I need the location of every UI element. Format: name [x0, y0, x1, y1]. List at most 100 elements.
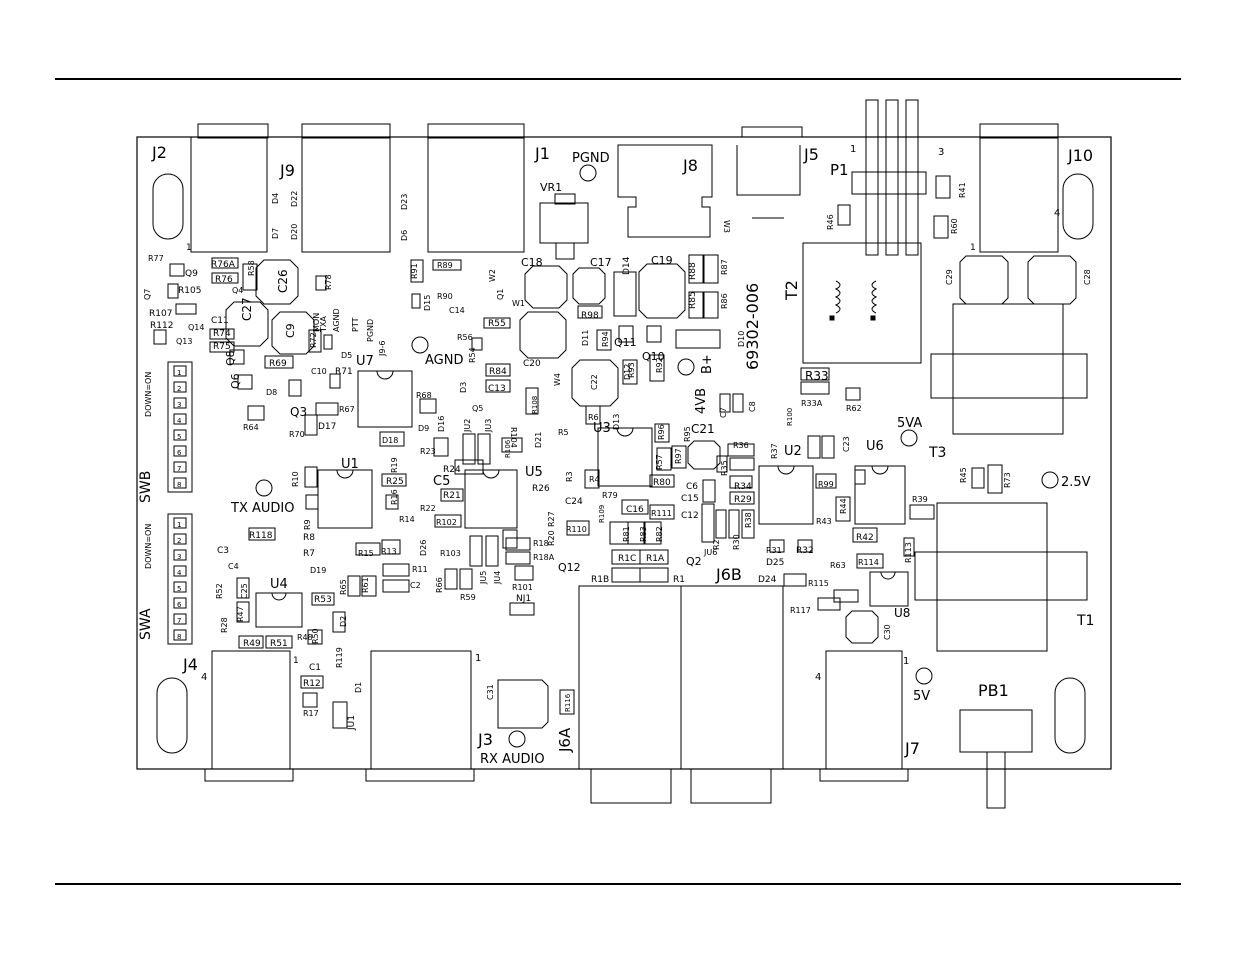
label-t2: T2 [782, 280, 801, 301]
label-2-5v: 2.5V [1061, 475, 1091, 490]
label-r52: R52 [215, 583, 224, 599]
label-6: 6 [177, 601, 182, 609]
label-j9: J9 [279, 161, 295, 180]
label-d21: D21 [534, 432, 543, 448]
label-c3: C3 [217, 546, 229, 556]
label-r36: R36 [733, 441, 749, 450]
label-q4: Q4 [232, 286, 243, 295]
label-c23: C23 [842, 436, 851, 452]
label-r7: R7 [303, 549, 315, 559]
label-t1: T1 [1076, 613, 1094, 629]
label-d2: D2 [339, 616, 348, 627]
label-ju1: JU1 [347, 715, 357, 731]
label-q2: Q2 [686, 555, 702, 568]
label-q3: Q3 [290, 405, 307, 419]
label-pb1: PB1 [978, 681, 1009, 700]
label-j7: J7 [904, 739, 920, 758]
j6-connector-body [578, 585, 784, 804]
label-r13: R13 [381, 547, 397, 556]
label-3: 3 [177, 553, 181, 561]
label-r44: R44 [839, 498, 848, 514]
label-r5: R5 [558, 428, 569, 437]
label-r85: R85 [688, 291, 698, 309]
label-r18: R18 [533, 539, 549, 548]
label-r112: R112 [150, 321, 173, 331]
label-r11: R11 [412, 565, 428, 574]
label-r104: R104 [509, 427, 518, 448]
label-r69: R69 [269, 359, 287, 369]
label-r72: R72 [309, 332, 318, 348]
label-swa: SWA [138, 608, 154, 640]
label-r76: R76 [215, 275, 233, 285]
label-r14: R14 [399, 515, 415, 524]
label-d18: D18 [382, 436, 398, 445]
label-r105: R105 [178, 286, 201, 296]
label-r119: R119 [335, 647, 344, 668]
label-r77: R77 [148, 254, 164, 263]
j1-connector-body [427, 123, 525, 253]
label-r76a: R76A [211, 260, 236, 270]
label-r6: R6 [588, 413, 599, 422]
label-r96: R96 [657, 424, 666, 440]
label-r83: R83 [639, 526, 648, 542]
label-c5: C5 [433, 474, 450, 489]
label-r42: R42 [856, 533, 874, 543]
label-d12: D12 [623, 364, 632, 380]
label-5: 5 [177, 585, 181, 593]
label-r64: R64 [243, 423, 259, 432]
label-3: 3 [938, 147, 944, 158]
label-r1a: R1A [646, 554, 665, 564]
label-q14: Q14 [188, 323, 204, 332]
label-4vb: 4VB [694, 388, 709, 414]
label-c18: C18 [521, 256, 543, 269]
label-r79: R79 [602, 491, 618, 500]
label-c28: C28 [1083, 269, 1092, 285]
label-r109: R109 [598, 505, 606, 523]
label-d7: D7 [271, 228, 280, 239]
label-r28: R28 [220, 617, 229, 633]
label-b-: B+ [700, 354, 715, 374]
label-agnd: AGND [425, 353, 463, 368]
label-d11: D11 [581, 330, 590, 346]
label-5: 5 [177, 433, 181, 441]
label-r25: R25 [386, 477, 404, 487]
j3-connector-body [365, 650, 475, 782]
label-q6: Q6 [229, 373, 242, 389]
label-r95: R95 [683, 426, 692, 442]
label-r12: R12 [303, 679, 321, 689]
j8-connector-body [617, 144, 713, 238]
label-r19: R19 [390, 457, 399, 473]
label-r118: R118 [249, 531, 273, 541]
label-d15: D15 [423, 295, 432, 311]
label-q13: Q13 [176, 337, 192, 346]
label-p1: P1 [830, 161, 849, 179]
label-d14: D14 [622, 256, 632, 275]
label-2: 2 [177, 385, 181, 393]
top-rule [55, 78, 1181, 80]
label-r33: R33 [805, 369, 829, 383]
label-w2: W2 [488, 269, 497, 282]
label-c11: C11 [211, 316, 229, 326]
label-r103: R103 [440, 549, 461, 558]
label-r1: R1 [673, 575, 685, 585]
label-agnd: AGND [332, 308, 341, 332]
label-4: 4 [177, 417, 182, 425]
label-r60: R60 [950, 218, 959, 234]
label-r65: R65 [339, 579, 348, 595]
label-d5: D5 [341, 351, 352, 360]
label-7: 7 [177, 465, 181, 473]
label-c13: C13 [488, 384, 506, 394]
label-r20: R20 [547, 530, 556, 546]
label-u1: U1 [341, 457, 359, 472]
label-r99: R99 [818, 480, 834, 489]
label-q1: Q1 [496, 289, 505, 300]
j10-connector-body [979, 123, 1059, 253]
label-4: 4 [815, 672, 821, 683]
label-r46: R46 [826, 214, 835, 230]
label-r33a: R33A [801, 399, 823, 408]
label-1: 1 [970, 243, 976, 253]
mount-hole-tr [1062, 173, 1094, 240]
label-r89: R89 [437, 261, 453, 270]
label-r8: R8 [303, 533, 315, 543]
t3-transformer-body [930, 303, 1088, 435]
